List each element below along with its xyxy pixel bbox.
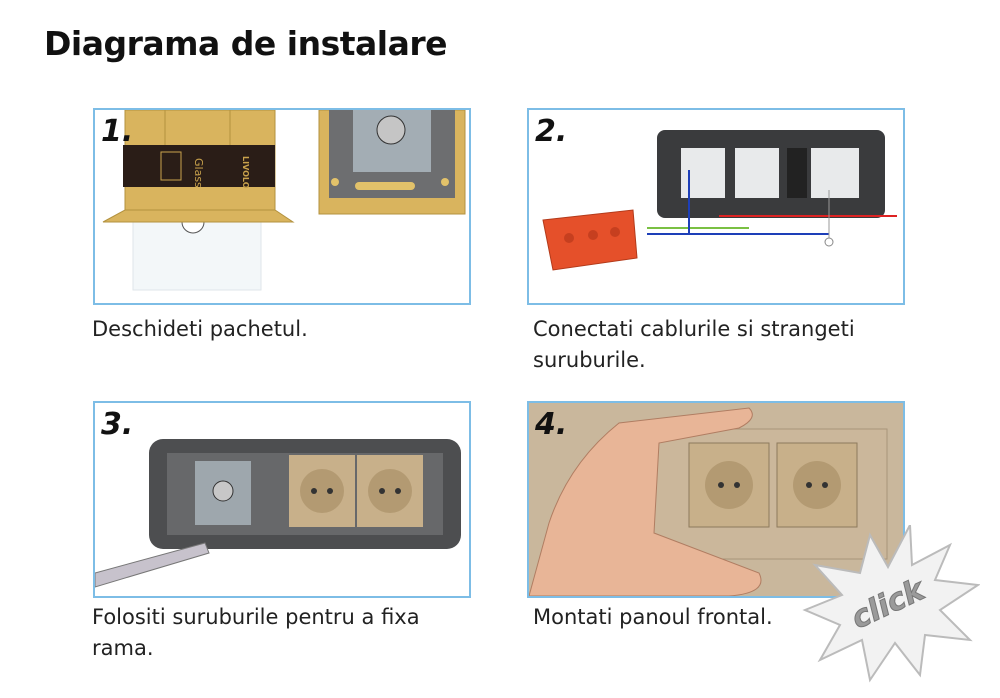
step-number: 3.: [101, 407, 134, 442]
step-2-caption: Conectati cablurile si strangeti surubur…: [533, 317, 855, 372]
step-1-caption: Deschideti pachetul.: [92, 317, 308, 341]
step-number: 4.: [535, 407, 568, 442]
step-number: 1.: [101, 114, 134, 149]
step-3-illustration: 3.: [93, 401, 471, 598]
step-1-illustration: 1. Glass LIVOLO: [93, 108, 471, 305]
step-4-caption: Montati panoul frontal.: [533, 605, 773, 629]
package-brand-text: LIVOLO: [241, 156, 250, 189]
package-illustration: Glass LIVOLO: [102, 110, 466, 291]
page-title: Diagrama de instalare: [44, 24, 448, 63]
click-burst-badge: click: [802, 525, 980, 683]
step-4-illustration: 4.: [527, 401, 905, 598]
frame-mounting-illustration: [95, 439, 461, 588]
package-product-text: Glass: [192, 158, 205, 188]
front-panel-illustration: [529, 403, 903, 596]
step-3-caption: Folositi suruburile pentru a fixa rama.: [92, 605, 420, 660]
wiring-illustration: [542, 130, 897, 271]
step-number: 2.: [535, 114, 568, 149]
step-2-illustration: 2.: [527, 108, 905, 305]
